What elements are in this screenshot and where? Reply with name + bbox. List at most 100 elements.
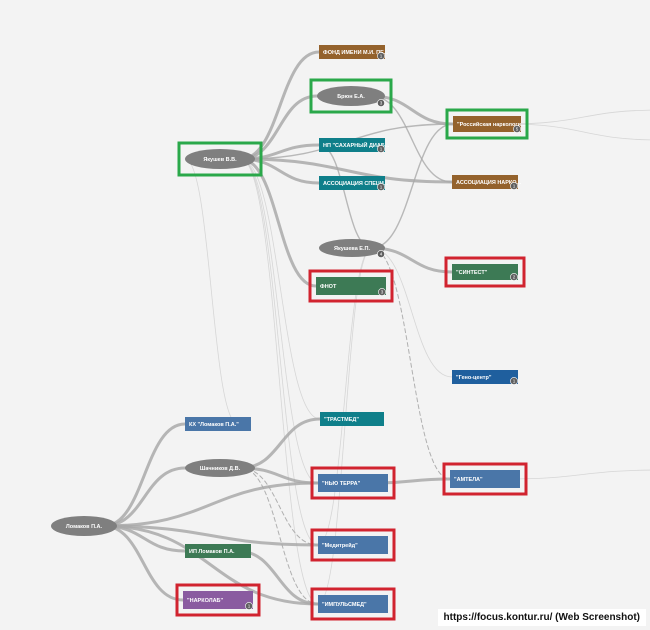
node-narkolab[interactable]: "НАРКОЛАБ" 1 [175, 583, 261, 617]
count-badge-value: 2 [513, 275, 516, 280]
source-caption: https://focus.kontur.ru/ (Web Screenshot… [437, 609, 646, 626]
count-badge-value: 5 [516, 127, 519, 132]
node-label: КХ "Ломаков П.А." [189, 422, 239, 428]
count-badge [377, 183, 385, 191]
node-kh_lomakov[interactable]: КХ "Ломаков П.А." [185, 417, 251, 431]
edge-yakushev-kh_lomakov [184, 158, 239, 425]
node-sintest[interactable]: "СИНТЕСТ" 2 [444, 256, 526, 288]
edge-shachnikov-trastmed [239, 417, 322, 470]
org-node-shape [452, 370, 518, 384]
node-amtela[interactable]: "АМТЕЛА" [442, 462, 528, 496]
person-node-shape [185, 459, 255, 477]
node-genocenter[interactable]: "Гено-центр" 1 [452, 370, 518, 385]
edge-lomakov-nyu_terra [102, 481, 320, 528]
node-label: Якушева Е.П. [334, 246, 370, 252]
edge-yakushev-assoc_nark [239, 157, 454, 184]
org-node-shape [319, 45, 385, 59]
highlight-frame-red [308, 269, 394, 303]
node-label: "Гено-центр" [456, 375, 492, 381]
node-label: "НАРКОЛАБ" [187, 598, 224, 604]
node-label: ИП Ломаков П.А. [189, 549, 235, 555]
org-node-shape [316, 277, 386, 295]
edge-yakusheva-rosnark [371, 123, 454, 249]
edge-lomakov-meditreid [102, 524, 320, 547]
org-node-shape [318, 474, 388, 492]
node-nyu_terra[interactable]: "НЬЮ ТЕРРА" [310, 466, 396, 500]
count-badge-value: 3 [381, 290, 384, 295]
edge-yakushev-nyu_terra [240, 158, 319, 484]
count-badge [377, 99, 385, 107]
edge-yakusheva-genocenter [371, 247, 453, 378]
edge-bryun-assoc_nark [370, 95, 453, 183]
highlight-frame-green [309, 78, 393, 114]
node-sakhar[interactable]: НП "САХАРНЫЙ ДИАБ...1 [319, 138, 390, 153]
node-yakushev[interactable]: Якушев В.В. [177, 141, 263, 177]
highlight-frame-red [310, 587, 396, 621]
node-label: "СИНТЕСТ" [456, 270, 488, 276]
node-ip_lomakov[interactable]: ИП Ломаков П.А. [185, 544, 251, 558]
edge-lomakov-impulsmed [102, 524, 320, 606]
org-node-shape [185, 544, 251, 558]
count-badge-value: 1 [513, 184, 516, 189]
org-node-shape [319, 176, 385, 190]
count-badge-value: 1 [248, 604, 251, 609]
count-badge [510, 182, 518, 190]
count-badge [377, 52, 385, 60]
highlight-frame-red [310, 528, 396, 562]
count-badge-value: 1 [513, 379, 516, 384]
person-node-shape [317, 86, 385, 106]
edge-lomakov-kh_lomakov [102, 422, 187, 528]
count-badge-value: 1 [380, 54, 383, 59]
node-label: НП "САХАРНЫЙ ДИАБ... [323, 141, 390, 149]
node-yakusheva[interactable]: Якушева Е.П. 4 [319, 239, 385, 258]
highlight-frame-red [310, 466, 396, 500]
edge-yakushev-impulsmed [240, 158, 319, 605]
edge-shachnikov-meditreid [240, 467, 319, 546]
node-label: ФОНД ИМЕНИ М.И. ПЕ... [323, 50, 389, 56]
node-label: АССОЦИАЦИЯ СПЕЦИ... [323, 181, 389, 187]
count-badge-value: 1 [380, 185, 383, 190]
count-badge [377, 250, 385, 258]
org-node-shape [320, 412, 384, 426]
org-node-shape [453, 116, 521, 132]
org-node-shape [185, 417, 251, 431]
count-badge [513, 125, 521, 133]
node-lomakov[interactable]: Ломаков П.А. [51, 516, 117, 536]
node-label: "АМТЕЛА" [454, 477, 483, 483]
count-badge [377, 145, 385, 153]
person-node-shape [319, 239, 385, 257]
org-node-shape [319, 138, 385, 152]
node-fond[interactable]: ФОНД ИМЕНИ М.И. ПЕ...1 [319, 45, 389, 60]
org-node-shape [450, 470, 520, 488]
node-label: "ТРАСТМЕД" [324, 417, 359, 423]
edge-yakusheva-amtela [371, 247, 451, 480]
node-label: Шачников Д.В. [200, 466, 241, 472]
node-impulsmed[interactable]: "ИМПУЛЬСМЕД" [310, 587, 396, 621]
node-meditreid[interactable]: "Медитрейд" [310, 528, 396, 562]
edge-yakusheva-sakhar [318, 144, 373, 249]
node-bryun[interactable]: Брюн Е.А.3 [309, 78, 393, 114]
edge-yakushev-fond [239, 50, 321, 161]
org-node-shape [318, 536, 388, 554]
highlight-frame-red [444, 256, 526, 288]
node-shachnikov[interactable]: Шачников Д.В. [185, 459, 255, 477]
node-assoc_nark[interactable]: АССОЦИАЦИЯ НАРКО...1 [452, 175, 522, 190]
node-assoc_spec[interactable]: АССОЦИАЦИЯ СПЕЦИ...1 [319, 176, 389, 191]
node-label: "Российская наркологи... [457, 121, 526, 128]
count-badge [245, 602, 253, 610]
org-node-shape [452, 175, 518, 189]
node-rosnark[interactable]: "Российская наркологи...5 [445, 108, 529, 140]
edge-rosnark-offscreen_right_2 [507, 123, 650, 141]
node-label: "Медитрейд" [322, 542, 358, 549]
highlight-frame-red [175, 583, 261, 617]
node-trastmed[interactable]: "ТРАСТМЕД" [320, 412, 384, 426]
node-label: Ломаков П.А. [66, 524, 103, 530]
edge-yakushev-meditreid [240, 158, 319, 546]
highlight-frame-red [442, 462, 528, 496]
count-badge-value: 4 [380, 252, 383, 257]
org-node-shape [452, 264, 518, 280]
node-label: АССОЦИАЦИЯ НАРКО... [456, 180, 522, 186]
